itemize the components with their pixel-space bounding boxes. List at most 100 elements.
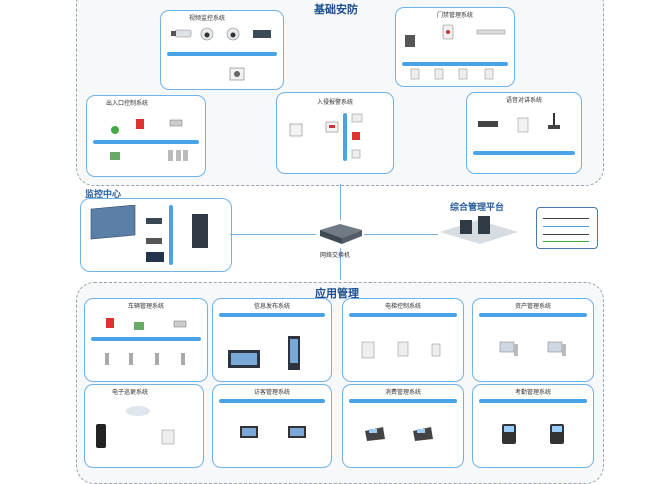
- pos-machine-icon: [413, 427, 433, 441]
- monitor-bus: [169, 205, 173, 265]
- network-switch-icon: [320, 224, 362, 244]
- display-screen-icon: [228, 350, 260, 368]
- alarm-bus: [343, 113, 347, 161]
- monitor-center-title: 监控中心: [85, 190, 122, 200]
- audio-system-box: 语音对讲系统: [466, 92, 582, 174]
- patrol-system-box: 电子巡更系统: [84, 384, 204, 468]
- vehicle-detector-icon: [111, 126, 119, 134]
- alarm-host-icon: [289, 123, 303, 137]
- switch-up-line: [340, 184, 341, 220]
- elevator-system-box: 电梯控制系统: [342, 298, 464, 382]
- visitor-system-box: 访客管理系统: [212, 384, 332, 468]
- alarm-system-title: 入侵报警系统: [316, 99, 353, 106]
- patrol-system-title: 电子巡更系统: [111, 389, 148, 396]
- info-system-box: 信息发布系统: [212, 298, 332, 382]
- network-switch-label: 网络交换机: [320, 252, 351, 259]
- vehicle-bus: [91, 337, 201, 341]
- attendance-machine-icon: [502, 424, 516, 444]
- elevator-system-title: 电梯控制系统: [384, 303, 421, 310]
- video-system-title: 视频监控系统: [189, 15, 226, 22]
- visitor-bus: [219, 399, 325, 403]
- computer-icon: [547, 341, 566, 356]
- platform-title: 综合管理平台: [450, 203, 505, 213]
- dome-camera-icon: [226, 27, 240, 41]
- storage-icon: [229, 67, 245, 81]
- camera-icon: [171, 29, 192, 38]
- patrol-point-icon: [161, 429, 175, 445]
- legend-line: [543, 234, 589, 235]
- switch-down-line: [340, 248, 341, 280]
- asset-system-title: 资产管理系统: [514, 303, 551, 310]
- elevator-panel-icon: [397, 341, 409, 357]
- patrol-terminal-icon: [96, 424, 106, 448]
- barrier-icon: [105, 353, 109, 365]
- door-lock-icon: [476, 29, 506, 35]
- video-wall-icon: [90, 205, 136, 240]
- server-icon: [192, 214, 208, 248]
- barrier-icon: [181, 353, 185, 365]
- barrier-icon: [129, 353, 133, 365]
- attendance-bus: [479, 399, 587, 403]
- card-reader-icon: [431, 343, 441, 357]
- nvr-icon: [253, 30, 271, 38]
- turnstile-icon: [168, 150, 188, 161]
- center-to-switch-line: [230, 234, 316, 235]
- attendance-system-title: 考勤管理系统: [514, 389, 551, 396]
- pos-machine-icon: [365, 427, 385, 441]
- asset-system-box: 资产管理系统: [472, 298, 594, 382]
- decoder-icon: [146, 218, 162, 224]
- monitor-center-box: 监控中心: [80, 190, 232, 272]
- visitor-system-title: 访客管理系统: [253, 389, 290, 396]
- intercom-terminal-icon: [517, 117, 529, 133]
- video-bus: [167, 52, 277, 56]
- asset-bus: [479, 313, 587, 317]
- terminal-icon: [240, 426, 258, 438]
- exit-button-icon: [458, 68, 468, 80]
- audio-bus: [473, 151, 575, 155]
- barrier-icon: [155, 353, 159, 365]
- infrared-detector-icon: [351, 113, 363, 123]
- security-group-title: 基础安防: [314, 3, 358, 16]
- smoke-detector-icon: [351, 149, 361, 159]
- platform-server-icon: [440, 216, 518, 244]
- entrance-system-box: 出入口控制系统: [86, 95, 206, 177]
- audio-system-title: 语音对讲系统: [505, 97, 542, 104]
- legend-line: [543, 241, 589, 242]
- entrance-system-title: 出入口控制系统: [105, 100, 148, 107]
- emergency-button-icon: [352, 132, 360, 140]
- attendance-system-box: 考勤管理系统: [472, 384, 594, 468]
- camera-icon: [169, 119, 183, 127]
- legend-box: [536, 207, 598, 249]
- card-reader-icon: [442, 24, 454, 40]
- card-reader-icon: [106, 318, 114, 328]
- door-system-title: 门禁管理系统: [436, 12, 473, 19]
- alarm-keypad-icon: [325, 121, 339, 133]
- legend-line: [543, 218, 589, 219]
- elevator-controller-icon: [361, 341, 375, 359]
- controller-icon: [134, 322, 144, 330]
- info-bus: [219, 313, 325, 317]
- alarm-system-box: 入侵报警系统: [276, 92, 394, 174]
- exit-button-icon: [434, 68, 444, 80]
- application-group-title: 应用管理: [315, 287, 359, 300]
- legend-line: [543, 226, 589, 227]
- card-reader-icon: [136, 119, 144, 129]
- consume-system-title: 消费管理系统: [384, 389, 421, 396]
- controller-icon: [110, 152, 120, 160]
- exit-button-icon: [484, 68, 494, 80]
- elevator-bus: [349, 313, 457, 317]
- computer-icon: [499, 341, 518, 356]
- switch-to-platform-line: [364, 234, 438, 235]
- intercom-host-icon: [478, 121, 498, 127]
- vehicle-system-box: 车辆管理系统: [84, 298, 208, 382]
- entrance-bus: [93, 140, 199, 144]
- door-bus: [402, 62, 508, 66]
- cloud-icon: [126, 406, 150, 416]
- kiosk-icon: [288, 336, 300, 370]
- attendance-machine-icon: [550, 424, 564, 444]
- video-system-box: 视频监控系统: [160, 10, 284, 90]
- keyboard-icon: [146, 238, 162, 244]
- exit-button-icon: [410, 68, 420, 80]
- dome-camera-icon: [200, 27, 214, 41]
- vehicle-system-title: 车辆管理系统: [127, 303, 164, 310]
